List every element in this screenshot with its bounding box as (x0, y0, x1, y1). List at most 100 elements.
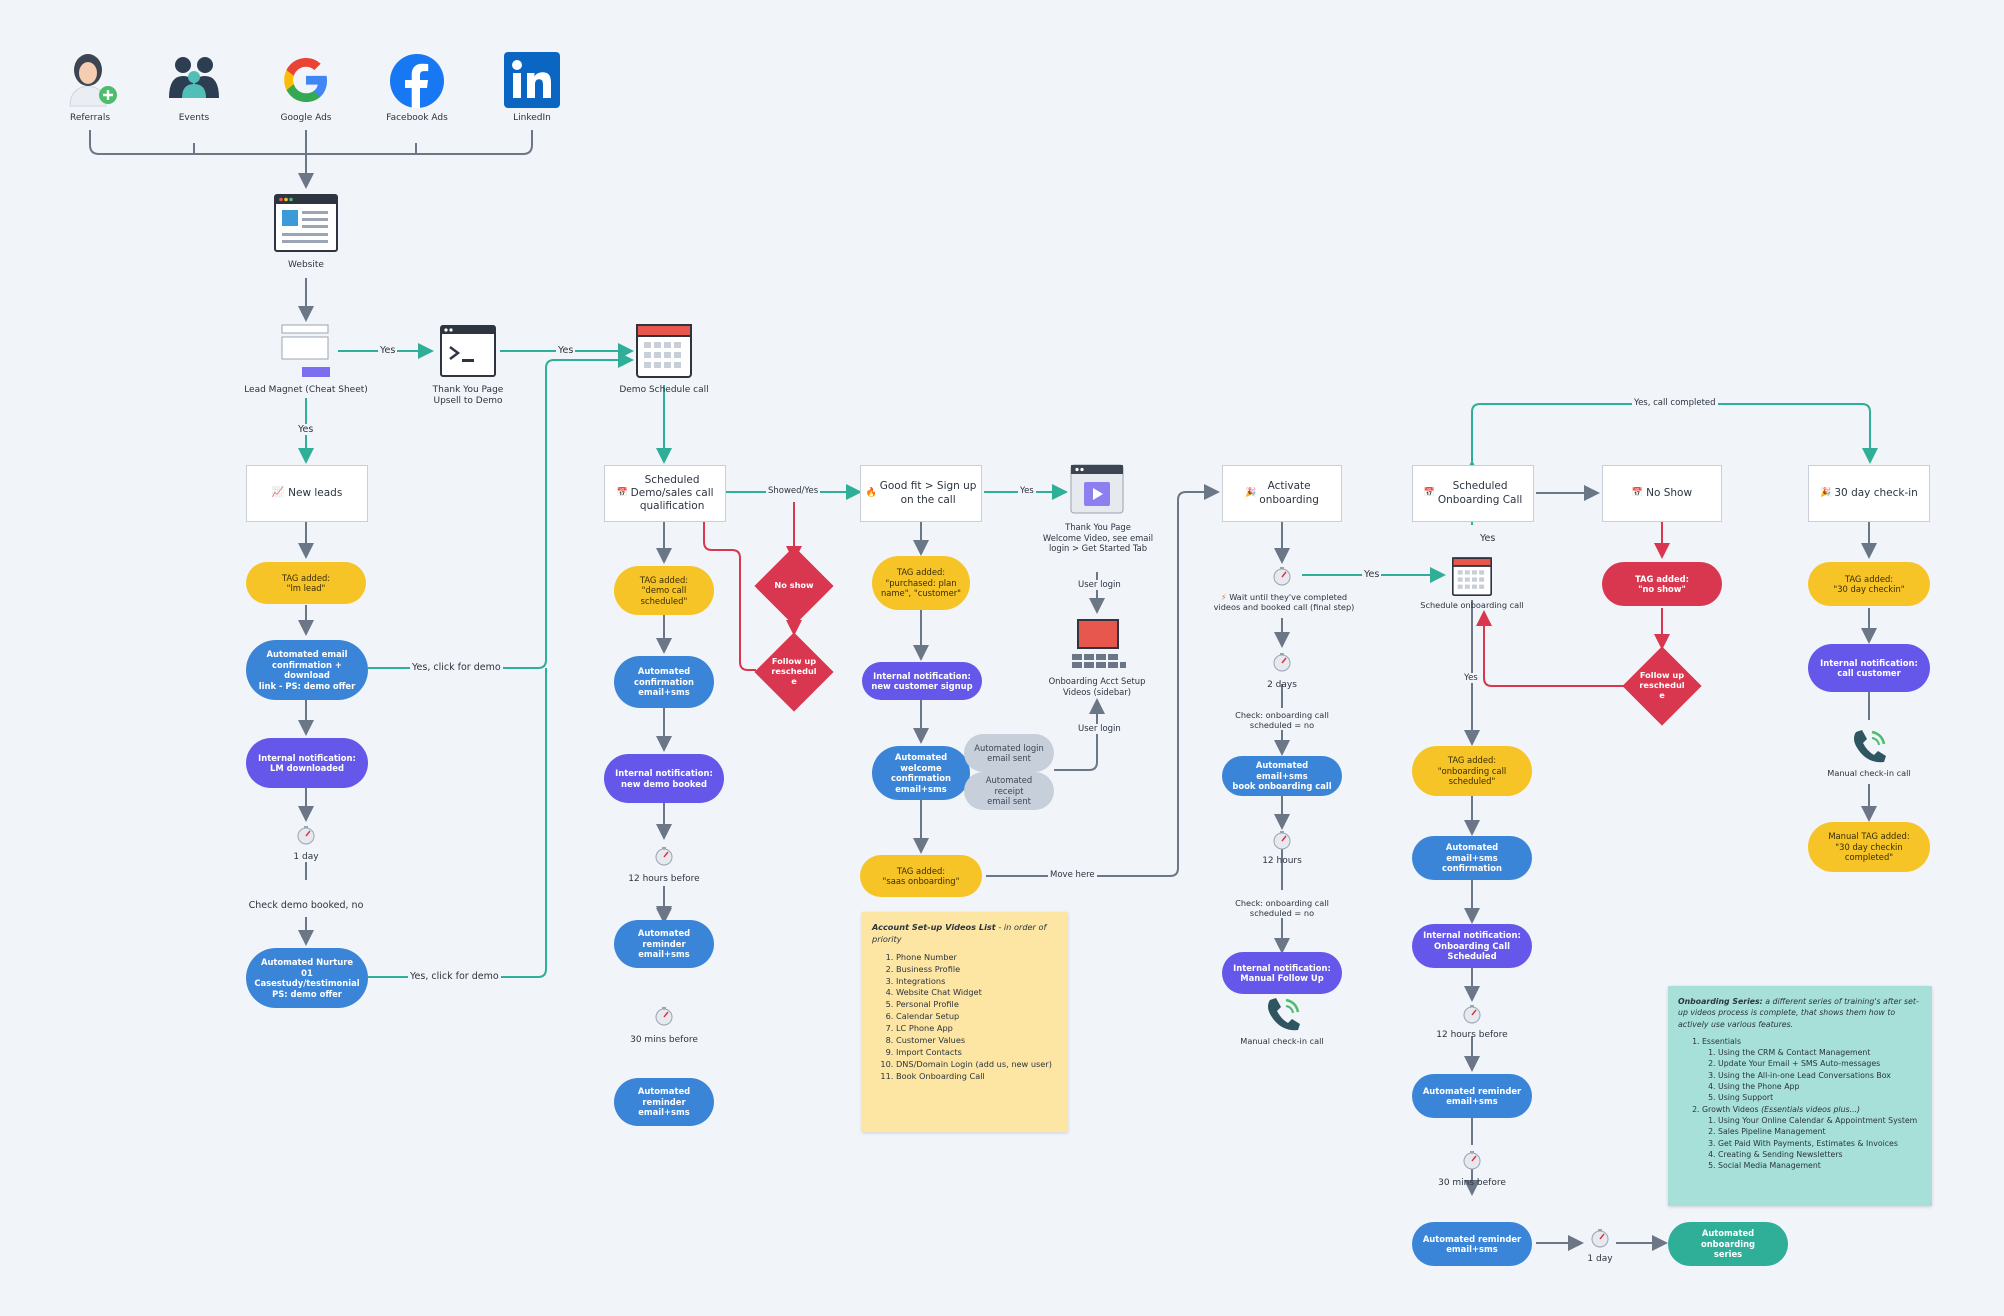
list-item: Sales Pipeline Management (1718, 1126, 1922, 1137)
twelve-before-label: 12 hours before (1436, 1030, 1508, 1040)
edge-label-user-login-2: User login (1076, 724, 1123, 734)
videos-note-subtitle: - in order of priority (872, 922, 1047, 944)
reminder-onboarding-1[interactable]: Automated reminder email+sms (1412, 1074, 1532, 1118)
welcome-email[interactable]: Automated welcome confirmation email+sms (872, 746, 970, 800)
list-item: Using the All-in-one Lead Conversations … (1718, 1070, 1922, 1081)
terminal-icon[interactable] (440, 325, 496, 377)
manual-tag-30-day[interactable]: Manual TAG added: "30 day checkin comple… (1808, 822, 1930, 872)
timer-icon (1272, 652, 1292, 672)
nurture-email[interactable]: Automated Nurture 01 Casestudy/testimoni… (246, 948, 368, 1008)
good-fit-text: Good fit > Sign up on the call (879, 480, 977, 506)
auto-confirm-demo[interactable]: Automated confirmation email+sms (614, 656, 714, 708)
edge-label-click-demo-2: Yes, click for demo (408, 971, 501, 982)
internal-call-customer[interactable]: Internal notification: call customer (1808, 644, 1930, 692)
referrals-icon[interactable] (64, 52, 118, 108)
scheduled-demo-box[interactable]: 📅Scheduled Demo/sales call qualification (604, 465, 726, 522)
no-show-decision[interactable]: No show (754, 546, 834, 626)
good-fit-box[interactable]: 🔥Good fit > Sign up on the call (860, 465, 982, 522)
lead-magnet-icon[interactable] (280, 323, 332, 379)
activate-onboarding-box[interactable]: 🎉Activate onboarding (1222, 465, 1342, 522)
edge-label-yes-demo: Yes (556, 345, 576, 356)
fire-icon: 🔥 (865, 487, 877, 498)
auto-book-onboarding[interactable]: Automated email+sms book onboarding call (1222, 756, 1342, 796)
internal-new-signup[interactable]: Internal notification: new customer sign… (862, 662, 982, 700)
follow-up-reschedule-decision[interactable]: Follow up reschedul e (1622, 646, 1702, 726)
list-item: Phone Number (896, 952, 1058, 964)
list-item: Creating & Sending Newsletters (1718, 1149, 1922, 1160)
two-days-label: 2 days (1267, 680, 1297, 690)
edge-label-move-here: Move here (1048, 870, 1097, 880)
phone-icon[interactable] (1850, 728, 1888, 764)
twelve-hours-label-2: 12 hours (1262, 856, 1302, 866)
tag-lm-lead[interactable]: TAG added: "lm lead" (246, 562, 366, 604)
facebook-ads-label: Facebook Ads (386, 113, 448, 123)
edge-label-yes-newleads: Yes (296, 424, 316, 435)
thank-you-upsell-label: Thank You Page Upsell to Demo (432, 385, 504, 407)
list-item: Book Onboarding Call (896, 1071, 1058, 1083)
new-leads-box[interactable]: 📈New leads (246, 465, 368, 522)
timer-icon (1462, 1004, 1482, 1024)
list-item: Calendar Setup (896, 1011, 1058, 1023)
tag-saas-onboarding[interactable]: TAG added: "saas onboarding" (860, 855, 982, 897)
linkedin-icon[interactable] (504, 52, 560, 108)
video-icon[interactable] (1070, 464, 1124, 514)
internal-new-demo[interactable]: Internal notification: new demo booked (604, 754, 724, 803)
thirty-mins-label: 30 mins before (630, 1035, 698, 1045)
videos-list: Phone Number Business Profile Integratio… (872, 952, 1058, 1083)
edge-label-yes-down: Yes (1462, 673, 1480, 683)
list-item: Website Chat Widget (896, 987, 1058, 999)
auto-email-lm[interactable]: Automated email confirmation + download … (246, 640, 368, 700)
videos-note-title: Account Set-up Videos List (872, 922, 996, 932)
wait-label: ⚡ Wait until they've completed videos an… (1206, 592, 1362, 613)
login-email-sent[interactable]: Automated login email sent (964, 734, 1054, 772)
internal-lm-downloaded[interactable]: Internal notification: LM downloaded (246, 738, 368, 788)
facebook-icon[interactable] (390, 54, 444, 108)
reminder-onboarding-2[interactable]: Automated reminder email+sms (1412, 1222, 1532, 1266)
internal-onboarding-scheduled[interactable]: Internal notification: Onboarding Call S… (1412, 924, 1532, 968)
no-show-box[interactable]: 📅No Show (1602, 465, 1722, 522)
thirty-day-checkin-text: 30 day check-in (1834, 486, 1918, 499)
list-item: LC Phone App (896, 1023, 1058, 1035)
edge-label-yes-lm: Yes (378, 345, 398, 356)
tag-30-day[interactable]: TAG added: "30 day checkin" (1808, 562, 1930, 606)
no-show-box-text: No Show (1646, 486, 1693, 499)
tag-no-show[interactable]: TAG added: "no show" (1602, 562, 1722, 606)
growth-label: Growth Videos (1702, 1104, 1762, 1114)
one-day-label-2: 1 day (1587, 1254, 1613, 1264)
reminder-demo-1[interactable]: Automated reminder email+sms (614, 920, 714, 968)
list-item: Get Paid With Payments, Estimates & Invo… (1718, 1138, 1922, 1149)
reminder-demo-2[interactable]: Automated reminder email+sms (614, 1078, 714, 1126)
google-icon[interactable] (280, 54, 332, 106)
tag-onboarding-scheduled[interactable]: TAG added: "onboarding call scheduled" (1412, 746, 1532, 796)
events-icon[interactable] (166, 52, 222, 104)
calendar-icon[interactable] (636, 322, 692, 378)
one-day-label: 1 day (293, 852, 319, 862)
calendar-icon[interactable] (1451, 556, 1493, 597)
auto-confirm-onboarding[interactable]: Automated email+sms confirmation (1412, 836, 1532, 880)
list-item: Social Media Management (1718, 1160, 1922, 1171)
website-icon[interactable] (274, 194, 338, 252)
onboarding-series-note: Onboarding Series: a different series of… (1668, 986, 1932, 1206)
referrals-label: Referrals (69, 113, 111, 123)
timer-icon (1462, 1150, 1482, 1170)
manual-checkin-label: Manual check-in call (1240, 1036, 1324, 1046)
list-item: Import Contacts (896, 1047, 1058, 1059)
series-note-title: Onboarding Series: (1678, 997, 1763, 1006)
thirty-day-checkin-box[interactable]: 🎉30 day check-in (1808, 465, 1930, 522)
calendar-small-icon: 📅 (1631, 487, 1644, 498)
tag-demo-scheduled[interactable]: TAG added: "demo call scheduled" (614, 566, 714, 615)
onboarding-series[interactable]: Automated onboarding series (1668, 1222, 1788, 1266)
calendar-small-icon: 📅 (1423, 487, 1435, 498)
list-item: Integrations (896, 976, 1058, 988)
schedule-onboarding-label: Schedule onboarding call (1420, 600, 1524, 610)
receipt-email-sent[interactable]: Automated receipt email sent (964, 772, 1054, 810)
internal-manual-follow[interactable]: Internal notification: Manual Follow Up (1222, 952, 1342, 994)
phone-icon[interactable] (1264, 996, 1302, 1032)
laptop-icon[interactable] (1068, 618, 1128, 670)
edge-label-showed-yes: Showed/Yes (766, 486, 821, 496)
check-onboarding-1: Check: onboarding call scheduled = no (1235, 710, 1329, 731)
calendar-small-icon: 📅 (616, 487, 628, 498)
follow-up-decision[interactable]: Follow up reschedul e (754, 632, 834, 712)
scheduled-onboarding-box[interactable]: 📅Scheduled Onboarding Call (1412, 465, 1534, 522)
tag-purchased[interactable]: TAG added: "purchased: plan name", "cust… (872, 556, 970, 610)
